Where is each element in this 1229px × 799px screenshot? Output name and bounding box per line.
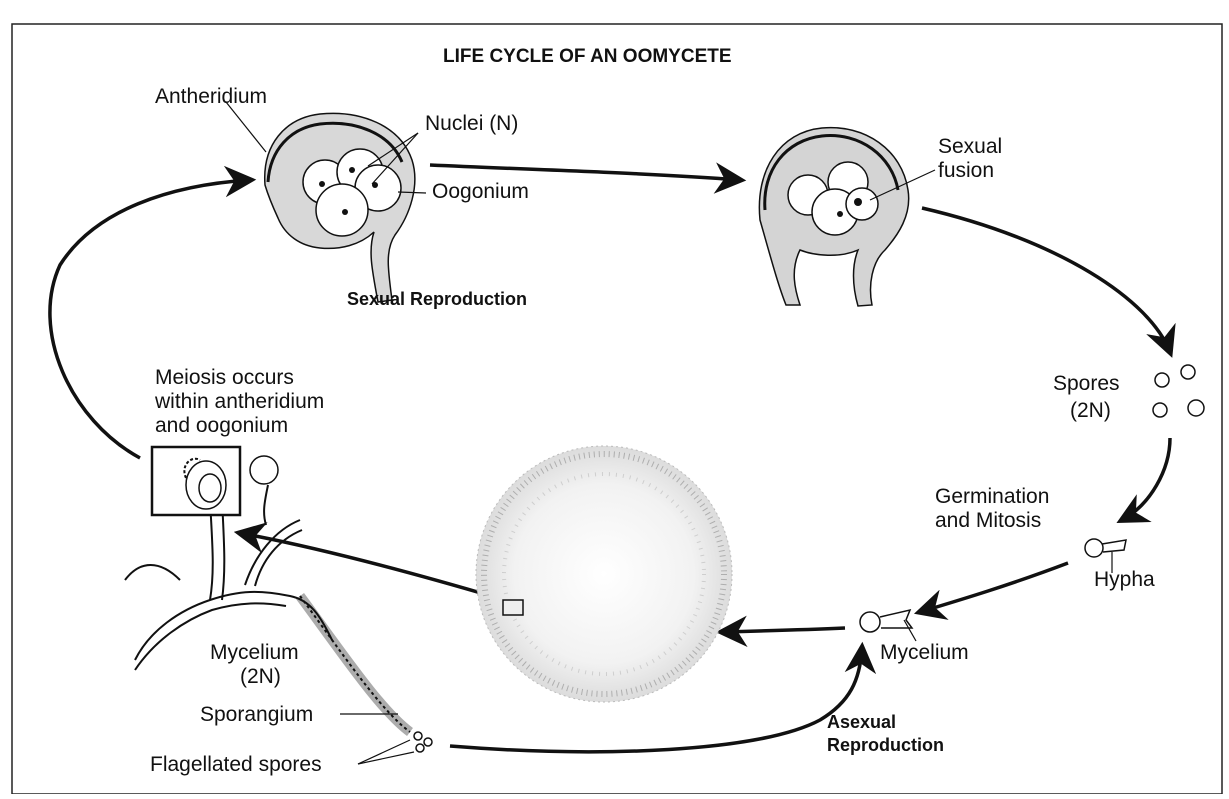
label-antheridium: Antheridium (155, 85, 267, 108)
label-germination-2: and Mitosis (935, 509, 1041, 532)
label-sporangium: Sporangium (200, 703, 313, 726)
sexual-organs-illustration (265, 113, 415, 302)
arrow-to-mycelium (920, 563, 1068, 612)
label-flagellated-spores: Flagellated spores (150, 753, 322, 776)
label-nuclei: Nuclei (N) (425, 112, 518, 135)
arrow-to-fusion (430, 165, 740, 180)
label-germination-1: Germination (935, 485, 1049, 508)
mycelium-colony (476, 446, 732, 702)
label-mycelium-left-2: (2N) (240, 665, 281, 688)
label-sexual-fusion-1: Sexual (938, 135, 1002, 158)
diagram-title: LIFE CYCLE OF AN OOMYCETE (443, 46, 732, 67)
label-meiosis-3: and oogonium (155, 414, 288, 437)
label-hypha: Hypha (1094, 568, 1155, 591)
hypha-sprout (1085, 539, 1126, 557)
arrow-to-mycelium-branch (240, 533, 498, 598)
label-sexual-reproduction: Sexual Reproduction (347, 289, 527, 309)
sexual-fusion-illustration (759, 128, 908, 306)
label-mycelium-right: Mycelium (880, 641, 969, 664)
label-spores-1: Spores (1053, 372, 1120, 395)
label-asexual-2: Reproduction (827, 735, 944, 755)
colony-detail-box (503, 600, 523, 615)
arrow-to-spores (922, 208, 1170, 352)
label-mycelium-left-1: Mycelium (210, 641, 299, 664)
spores-cluster (1153, 365, 1204, 417)
label-oogonium: Oogonium (432, 180, 529, 203)
label-spores-2: (2N) (1070, 399, 1111, 422)
label-meiosis-2: within antheridium (154, 390, 324, 413)
arrow-to-colony (722, 628, 845, 632)
label-sexual-fusion-2: fusion (938, 159, 994, 182)
arrow-to-hypha (1122, 438, 1170, 520)
label-meiosis-1: Meiosis occurs (155, 366, 294, 389)
meiosis-inset (152, 447, 240, 515)
label-asexual-1: Asexual (827, 712, 896, 732)
